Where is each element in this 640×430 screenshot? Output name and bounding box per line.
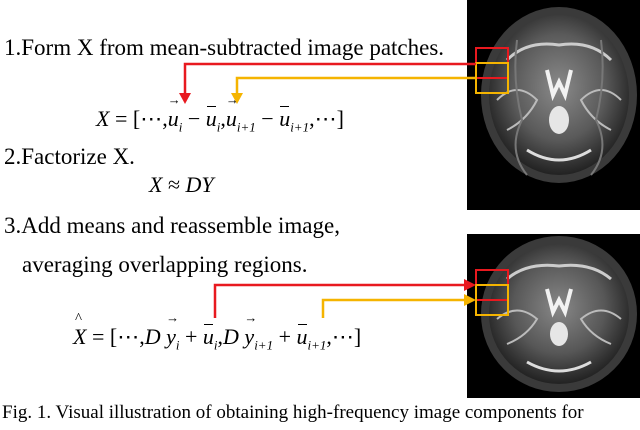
- red-arrow-top: [183, 62, 476, 95]
- step-1-text: 1.Form X from mean-subtracted image patc…: [4, 35, 445, 60]
- yellow-arrowhead-bottom: [464, 294, 476, 306]
- red-arrowhead-bottom: [464, 279, 476, 291]
- mri-brain-image-original: [467, 0, 640, 210]
- red-arrowhead-top: [179, 93, 191, 104]
- figure-caption: Fig. 1. Visual illustration of obtaining…: [2, 402, 584, 423]
- step-2-text: 2.Factorize X.: [4, 144, 135, 169]
- equation-form-x: X = [⋯,ui − ui,ui+1 − ui+1,⋯]: [96, 92, 344, 135]
- equation-factorize: X ≈ DY: [149, 172, 214, 197]
- red-arrow-bottom: [213, 283, 466, 318]
- yellow-arrow-top: [235, 76, 476, 95]
- mri-brain-image-reconstructed: [467, 234, 640, 398]
- yellow-arrow-bottom: [321, 298, 466, 318]
- yellow-arrowhead-top: [231, 93, 243, 104]
- step-3-continued-text: averaging overlapping regions.: [22, 252, 308, 277]
- equation-reassemble: X = [⋯,D yi + ui,D yi+1 + ui+1,⋯]: [73, 310, 361, 353]
- step-3-text: 3.Add means and reassemble image,: [4, 213, 340, 238]
